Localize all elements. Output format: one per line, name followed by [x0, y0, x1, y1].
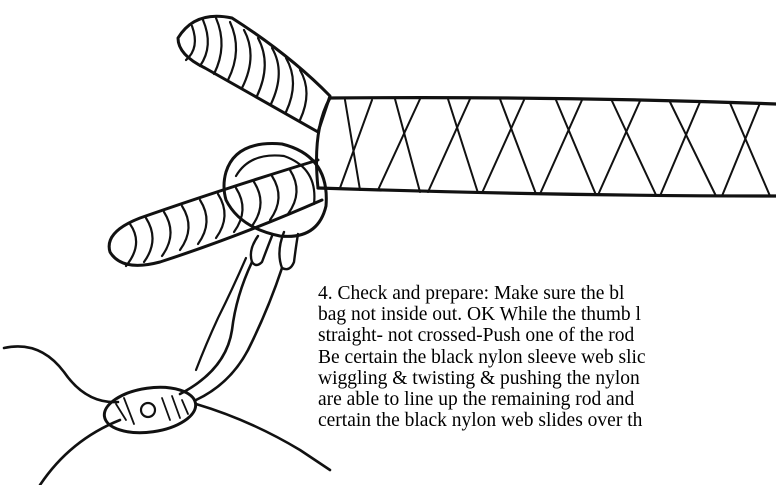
instruction-line: are able to line up the remaining rod an…	[318, 389, 776, 410]
instruction-line: bag not inside out. OK While the thumb l	[318, 304, 776, 325]
cord-lock-icon	[101, 382, 198, 438]
instruction-line: certain the black nylon web slides over …	[318, 410, 776, 431]
instruction-line: Be certain the black nylon sleeve web sl…	[318, 347, 776, 368]
lower-rod	[109, 160, 322, 266]
instruction-line: wiggling & twisting & pushing the nylon	[318, 368, 776, 389]
strings	[4, 232, 330, 485]
instruction-text: 4. Check and prepare: Make sure the bl b…	[318, 283, 776, 431]
upper-rod	[178, 16, 330, 132]
main-rod	[317, 98, 776, 196]
instruction-line: 4. Check and prepare: Make sure the bl	[318, 283, 776, 304]
instruction-line: straight- not crossed-Push one of the ro…	[318, 325, 776, 346]
